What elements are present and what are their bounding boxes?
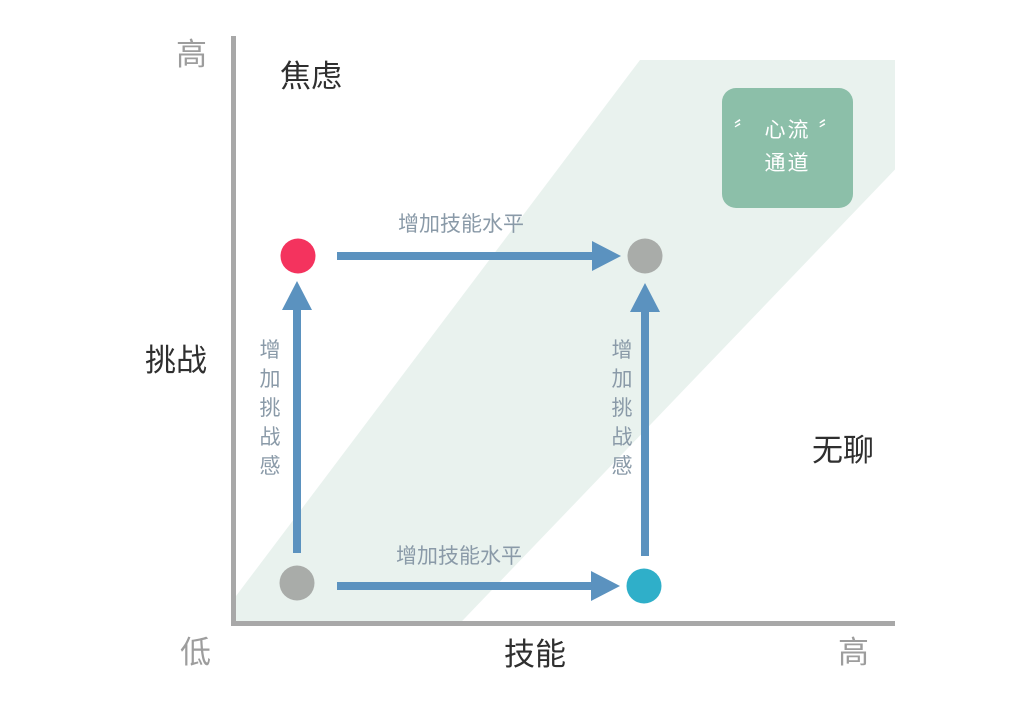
arrow-right-vertical <box>630 283 660 556</box>
arrow-caption-bottom-horizontal: 增加技能水平 <box>396 545 522 568</box>
y-axis-name: 挑战 <box>145 343 207 378</box>
arrow-caption-left-vertical: 增加挑战感 <box>259 339 281 478</box>
arrow-caption-right-vertical: 增加挑战感 <box>611 339 633 478</box>
boredom-state-dot[interactable] <box>626 568 662 604</box>
flow-high-state-dot[interactable] <box>627 238 663 274</box>
flow-callout-line1: 〞 心流 〞 <box>733 119 842 143</box>
x-axis-low-label: 低 <box>180 635 211 670</box>
region-label-anxiety: 焦虑 <box>280 59 342 94</box>
flow-channel-callout: 〞 心流 〞 通道 <box>722 88 853 208</box>
y-axis-high-label: 高 <box>176 37 207 72</box>
apathy-state-dot[interactable] <box>279 565 315 601</box>
arrow-caption-top-horizontal: 增加技能水平 <box>398 213 524 236</box>
arrow-bottom-horizontal <box>337 571 620 601</box>
x-axis-high-label: 高 <box>838 635 869 670</box>
flow-callout-line2: 通道 <box>764 152 811 175</box>
anxiety-state-dot[interactable] <box>280 238 316 274</box>
arrow-left-vertical <box>282 281 312 553</box>
x-axis-name: 技能 <box>504 637 566 672</box>
region-label-boredom: 无聊 <box>812 433 874 468</box>
arrow-top-horizontal <box>337 241 621 271</box>
